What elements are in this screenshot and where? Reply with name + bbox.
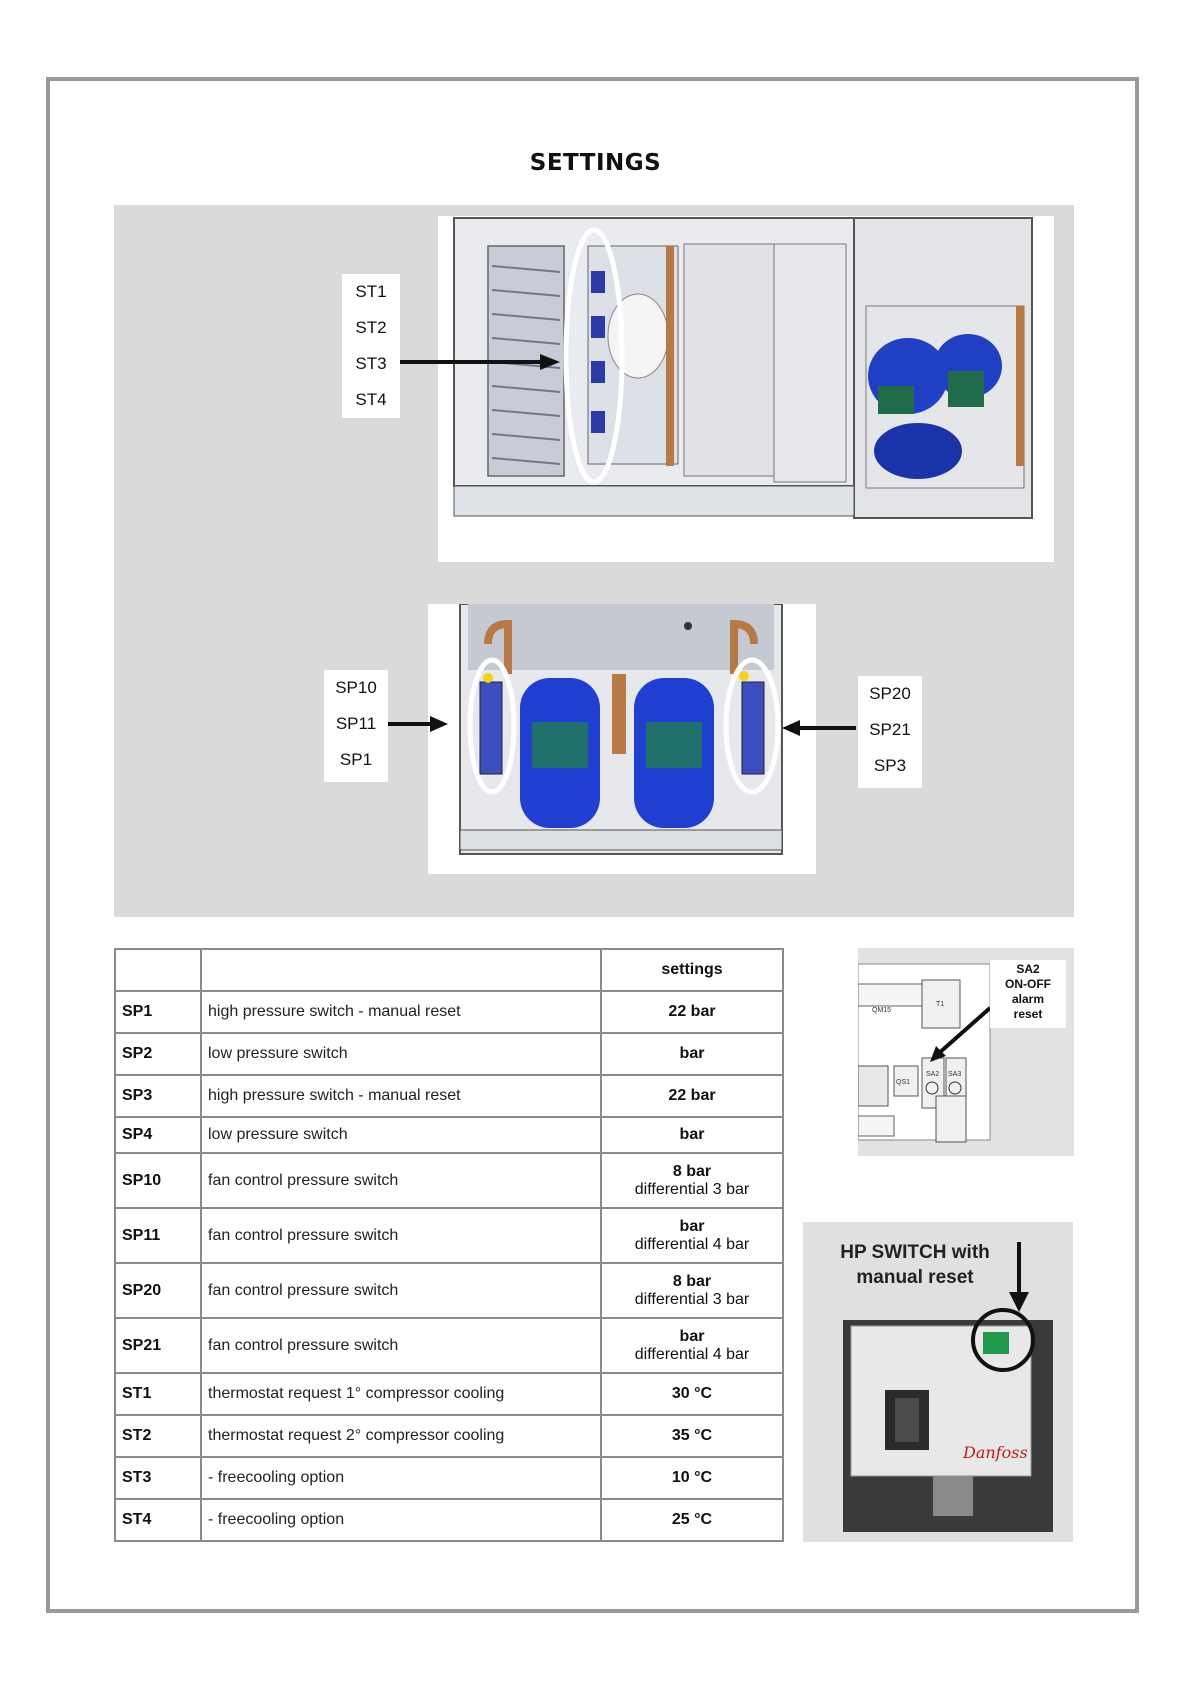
- label-qm15: QM15: [872, 1007, 891, 1014]
- row-value: 22 bar: [600, 1074, 784, 1118]
- arrow-right-icon: [400, 354, 560, 370]
- table-row: SP2 low pressure switch bar: [114, 1032, 784, 1076]
- label-st3: ST3: [355, 354, 387, 373]
- row-desc: fan control pressure switch: [200, 1262, 602, 1319]
- label-qs1: QS1: [896, 1079, 910, 1086]
- row-code: ST3: [114, 1456, 202, 1500]
- label-sp10: SP10: [335, 678, 377, 697]
- row-desc: thermostat request 2° compressor cooling: [200, 1414, 602, 1458]
- row-code: SP10: [114, 1152, 202, 1209]
- hp-switch-panel: HP SWITCH with manual reset Danfoss: [803, 1222, 1073, 1542]
- row-differential: differential 3 bar: [634, 1180, 750, 1198]
- header-settings: settings: [600, 948, 784, 992]
- row-desc: low pressure switch: [200, 1032, 602, 1076]
- row-value: 22 bar: [600, 990, 784, 1034]
- row-value: 35 °C: [600, 1414, 784, 1458]
- label-sa2: SA2: [926, 1071, 939, 1078]
- callout-line: reset: [1013, 1007, 1043, 1021]
- label-sp21: SP21: [869, 720, 911, 739]
- label-st4: ST4: [355, 390, 387, 409]
- page-title: SETTINGS: [529, 150, 662, 176]
- table-row: SP3 high pressure switch - manual reset …: [114, 1074, 784, 1118]
- hp-caption: HP SWITCH with manual reset: [815, 1240, 1015, 1290]
- row-differential: differential 4 bar: [634, 1345, 750, 1363]
- row-value: bar: [600, 1032, 784, 1076]
- row-differential: differential 3 bar: [634, 1290, 750, 1308]
- arrow-right-icon: [388, 716, 448, 732]
- row-desc: high pressure switch - manual reset: [200, 990, 602, 1034]
- settings-table: settings SP1 high pressure switch - manu…: [114, 948, 784, 1542]
- electrical-panel-diagram: T1 QS1 SA2 SA3 QM15: [858, 963, 992, 1143]
- label-sp3: SP3: [873, 756, 907, 775]
- table-row: SP1 high pressure switch - manual reset …: [114, 990, 784, 1034]
- table-row: SP4 low pressure switch bar: [114, 1116, 784, 1154]
- row-desc: fan control pressure switch: [200, 1152, 602, 1209]
- row-code: SP11: [114, 1207, 202, 1264]
- unit-diagram-bottom: [428, 604, 816, 874]
- row-value: bar: [600, 1116, 784, 1154]
- row-value: 30 °C: [600, 1372, 784, 1416]
- sa2-panel: T1 QS1 SA2 SA3 QM15 SA2 ON-OFF alarm res…: [858, 948, 1074, 1156]
- row-code: SP1: [114, 990, 202, 1034]
- header-cell: [114, 948, 202, 992]
- caption-line: manual reset: [856, 1267, 974, 1288]
- sa2-callout: SA2 ON-OFF alarm reset: [990, 960, 1066, 1028]
- row-differential: differential 4 bar: [634, 1235, 750, 1253]
- row-code: ST2: [114, 1414, 202, 1458]
- table-row: ST2 thermostat request 2° compressor coo…: [114, 1414, 784, 1458]
- row-desc: - freecooling option: [200, 1498, 602, 1542]
- row-code: SP4: [114, 1116, 202, 1154]
- row-desc: high pressure switch - manual reset: [200, 1074, 602, 1118]
- pressure-switch-photo: Danfoss: [843, 1242, 1053, 1532]
- label-t1: T1: [936, 1001, 944, 1008]
- row-desc: fan control pressure switch: [200, 1317, 602, 1374]
- callout-line: SA2: [1016, 962, 1040, 976]
- unit-diagram-top: [438, 216, 1054, 562]
- table-row: ST1 thermostat request 1° compressor coo…: [114, 1372, 784, 1416]
- header-cell: [200, 948, 602, 992]
- row-code: ST1: [114, 1372, 202, 1416]
- callout-line: alarm: [1011, 992, 1045, 1006]
- row-value: 25 °C: [600, 1498, 784, 1542]
- row-desc: fan control pressure switch: [200, 1207, 602, 1264]
- label-st2: ST2: [355, 318, 387, 337]
- label-sa3: SA3: [948, 1071, 961, 1078]
- table-row: ST4 - freecooling option 25 °C: [114, 1498, 784, 1542]
- callout-line: ON-OFF: [1005, 977, 1051, 991]
- label-sp11: SP11: [335, 714, 377, 733]
- st-labels: ST1 ST2 ST3 ST4: [342, 274, 400, 418]
- label-st1: ST1: [355, 282, 387, 301]
- row-code: SP21: [114, 1317, 202, 1374]
- label-sp20: SP20: [869, 684, 911, 703]
- label-sp1: SP1: [339, 750, 373, 769]
- row-desc: - freecooling option: [200, 1456, 602, 1500]
- row-desc: low pressure switch: [200, 1116, 602, 1154]
- sp-left-labels: SP10 SP11 SP1: [324, 670, 388, 782]
- table-header-row: settings: [114, 948, 784, 992]
- table-row: ST3 - freecooling option 10 °C: [114, 1456, 784, 1500]
- row-code: ST4: [114, 1498, 202, 1542]
- row-desc: thermostat request 1° compressor cooling: [200, 1372, 602, 1416]
- caption-line: HP SWITCH with: [840, 1242, 990, 1263]
- sp-right-labels: SP20 SP21 SP3: [858, 676, 922, 788]
- page-frame: [46, 77, 1139, 1613]
- row-value: 10 °C: [600, 1456, 784, 1500]
- row-code: SP2: [114, 1032, 202, 1076]
- brand-text: Danfoss: [962, 1443, 1028, 1462]
- row-code: SP3: [114, 1074, 202, 1118]
- row-code: SP20: [114, 1262, 202, 1319]
- arrow-left-icon: [782, 720, 856, 736]
